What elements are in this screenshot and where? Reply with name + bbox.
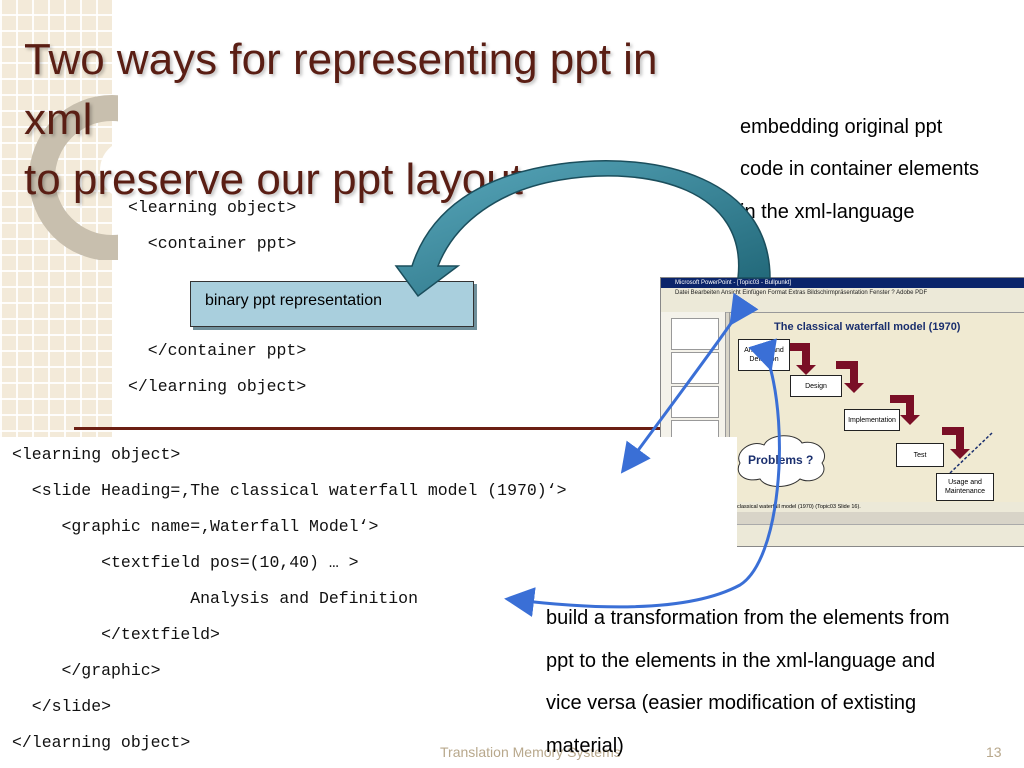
note-top-line-1: embedding original ppt (740, 116, 943, 138)
note-bottom-line-4: material) (546, 735, 624, 757)
menu-bar: Datei Bearbeiten Ansicht Einfügen Format… (661, 288, 1024, 298)
code-line: </learning object> (128, 377, 307, 396)
code-line: </graphic> (12, 661, 161, 680)
blue-arrow-to-learning-object (620, 292, 759, 474)
binary-ppt-box: binary ppt representation (190, 281, 474, 327)
curved-teal-arrow (394, 160, 771, 298)
code-line: <container ppt> (128, 234, 297, 253)
note-bottom-line-3: vice versa (easier modification of extis… (546, 692, 917, 714)
waterfall-box: Usage and Maintenance (936, 473, 994, 501)
waterfall-box: Implementation (844, 409, 900, 431)
code-line: <textfield pos=(10,40) … > (12, 553, 359, 572)
waterfall-box: Design (790, 375, 842, 397)
window-titlebar: Microsoft PowerPoint - [Topic03 - Bullpu… (661, 278, 1024, 288)
decorative-ring (29, 0, 160, 260)
slide-heading: The classical waterfall model (1970) (774, 321, 961, 333)
note-top-line-3: in the xml-language (740, 201, 915, 223)
status-bar: classical waterfall model (1970) (Topic0… (661, 502, 1024, 512)
code-line: </textfield> (12, 625, 220, 644)
code-line: </slide> (12, 697, 112, 716)
title-line-2: to preserve our ppt layout (24, 155, 523, 204)
code-line: </learning object> (12, 733, 191, 752)
code-line: <learning object> (128, 198, 297, 217)
page-number: 13 (986, 744, 1002, 760)
code-line: Analysis and Definition (12, 589, 418, 608)
waterfall-box: Test (896, 443, 944, 467)
slide-title: Two ways for representing ppt in xml to … (24, 30, 724, 210)
blue-arrow-to-analysis (504, 338, 781, 618)
divider-line (74, 427, 714, 430)
note-top-line-2: code in container elements (740, 158, 980, 180)
code-line: </container ppt> (128, 341, 307, 360)
title-line-1: Two ways for representing ppt in xml (24, 35, 658, 144)
note-bottom-line-2: ppt to the elements in the xml-language … (546, 650, 936, 672)
code-line: <learning object> (12, 445, 181, 464)
code-line: <graphic name=‚Waterfall Model‘> (12, 517, 379, 536)
footer-text: Translation Memory Systems (440, 744, 621, 760)
